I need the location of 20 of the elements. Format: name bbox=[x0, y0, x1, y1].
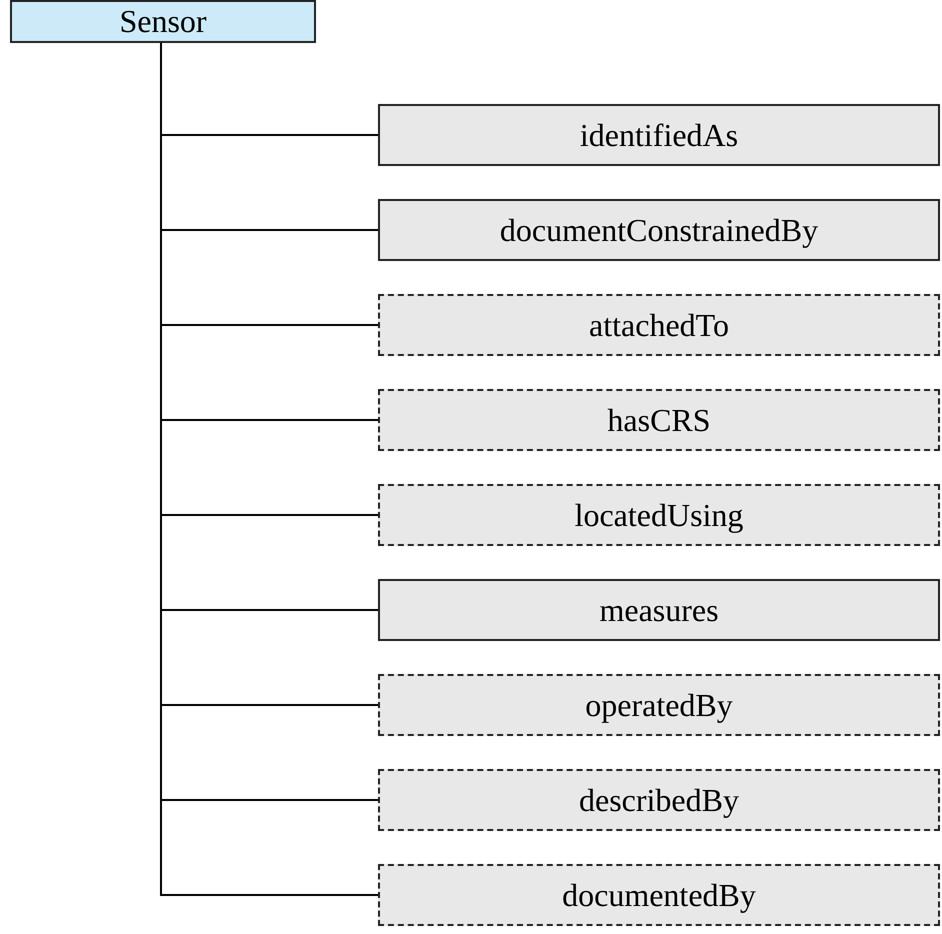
property-box bbox=[378, 674, 940, 736]
box-label: attachedTo bbox=[589, 306, 729, 344]
property-box bbox=[378, 769, 940, 831]
property-box bbox=[378, 294, 940, 356]
property-box bbox=[378, 389, 940, 451]
class-box bbox=[10, 0, 316, 43]
property-box bbox=[378, 199, 940, 261]
box-label: measures bbox=[599, 592, 719, 628]
box-label: identifiedAs bbox=[580, 116, 738, 154]
box-label: Sensor bbox=[119, 3, 207, 40]
box-label: documentConstrainedBy bbox=[500, 212, 818, 248]
box-label: hasCRS bbox=[607, 402, 711, 438]
box-label: locatedUsing bbox=[574, 496, 744, 534]
property-box bbox=[378, 484, 940, 546]
box-label: operatedBy bbox=[585, 686, 733, 724]
property-box bbox=[378, 864, 940, 926]
box-label: documentedBy bbox=[562, 876, 756, 914]
property-box bbox=[378, 104, 940, 166]
box-label: describedBy bbox=[579, 782, 739, 818]
property-box bbox=[378, 579, 940, 641]
